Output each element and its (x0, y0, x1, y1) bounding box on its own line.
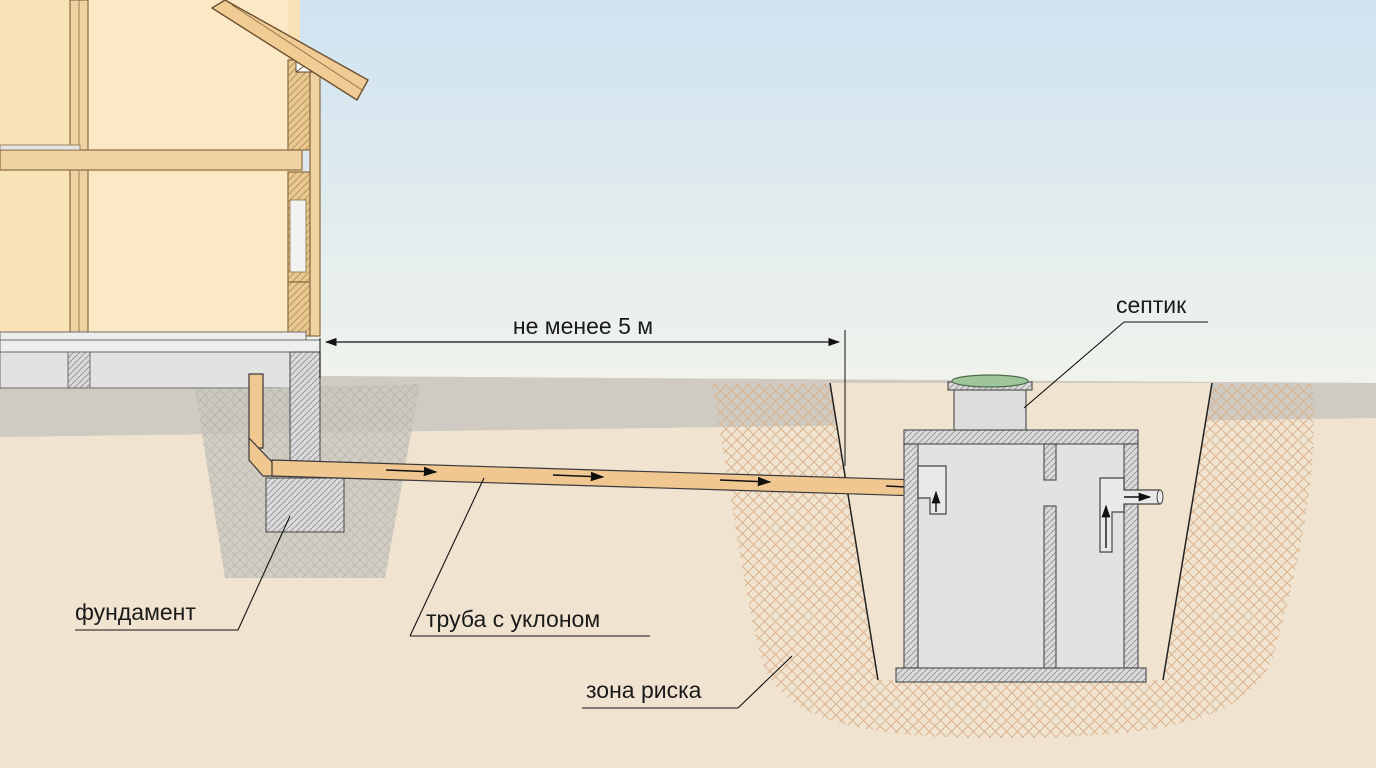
tank-lid (951, 374, 1029, 388)
flow-arrow-icon (552, 471, 605, 482)
foundation-label: фундамент (75, 599, 196, 625)
house (0, 0, 369, 389)
pipe-label: труба с уклоном (426, 606, 600, 632)
tank-neck (953, 387, 1027, 431)
risk-zone-label: зона риска (586, 677, 702, 703)
callout-foundation: фундамент (75, 515, 291, 631)
septic-label: септик (1116, 292, 1187, 318)
foundation (265, 351, 345, 533)
distance-dimension: не менее 5 м (319, 313, 846, 466)
window (289, 199, 307, 273)
callout-septic: септик (1023, 292, 1208, 409)
septic-tank (895, 374, 1164, 683)
partition-wall (1043, 443, 1057, 481)
flow-arrow-icon (719, 476, 772, 487)
partition-wall (1043, 505, 1057, 669)
distance-label: не менее 5 м (513, 313, 653, 339)
flow-arrow-icon (385, 466, 438, 477)
callout-pipe: труба с уклоном (409, 477, 650, 637)
roof-rafter (210, 0, 369, 101)
floor-beam (0, 149, 303, 171)
floor-slab (0, 339, 321, 353)
callout-risk-zone: зона риска (582, 655, 793, 709)
